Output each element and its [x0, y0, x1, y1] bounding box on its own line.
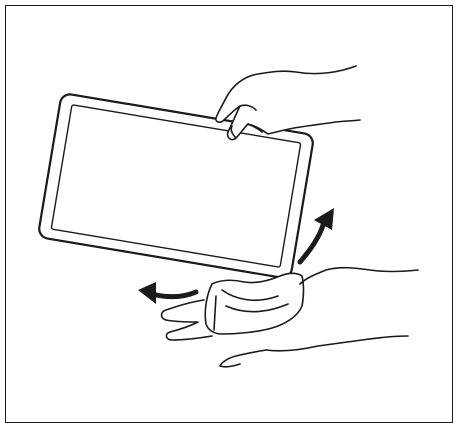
- left-hand-fingers: [162, 300, 213, 340]
- cloth-body: [205, 273, 303, 334]
- cloth-icon: [205, 273, 303, 334]
- right-hand-outline: [216, 66, 360, 140]
- left-hand-thumb: [220, 350, 266, 367]
- right-arrow-shaft: [300, 222, 324, 262]
- left-arrow-shaft: [152, 292, 196, 297]
- curved-arrow-icon: [138, 282, 196, 304]
- left-arrow-head: [138, 282, 156, 304]
- right-hand-icon: [216, 66, 360, 140]
- curved-arrow-icon: [300, 208, 334, 262]
- left-hand-wrist-top: [300, 268, 418, 284]
- left-hand-wrist-bottom: [266, 336, 408, 351]
